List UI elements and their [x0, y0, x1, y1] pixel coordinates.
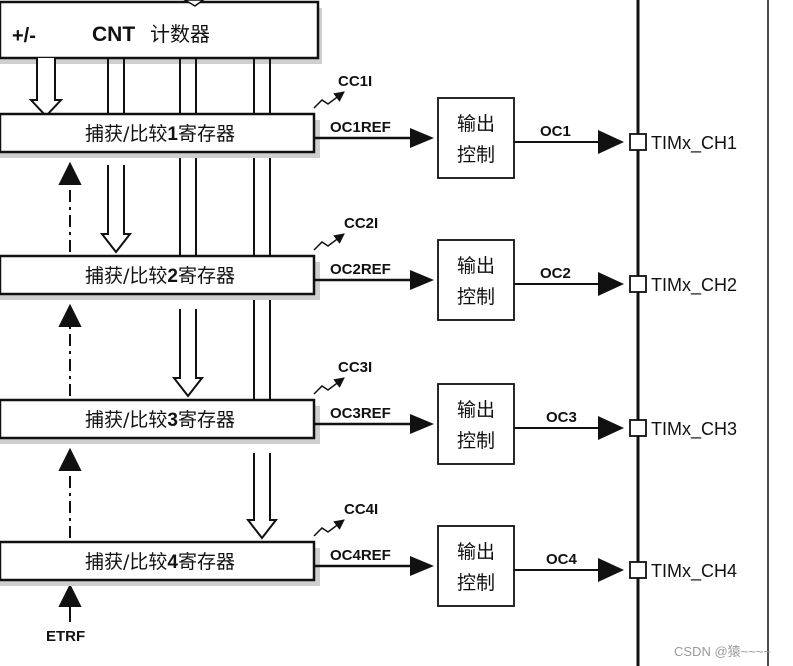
- pin-label: TIMx_CH4: [651, 561, 737, 582]
- interrupt-label: CC1I: [338, 73, 372, 90]
- register-prefix: 捕获/比较: [85, 265, 167, 287]
- interrupt-symbol: [313, 377, 345, 395]
- left-dashdot-arrows: [58, 161, 82, 622]
- pin-square: [629, 275, 647, 293]
- counter-cn-label: 计数器: [150, 22, 210, 46]
- oc-label: OC1: [540, 123, 571, 140]
- register-label: 捕获/比较3寄存器: [85, 409, 235, 431]
- output-control-box-3: [437, 383, 515, 465]
- ref-label: OC3REF: [330, 405, 391, 422]
- oc-arrow-head: [598, 130, 624, 154]
- etrf-label: ETRF: [46, 628, 85, 645]
- counter-box: [0, 0, 320, 60]
- register-box-3: [0, 398, 316, 440]
- register-number: 2: [167, 266, 178, 287]
- register-box-4: [0, 540, 316, 582]
- ref-arrow-head: [410, 414, 434, 434]
- interrupt-symbol: [313, 233, 345, 251]
- output-control-line2: 控制: [457, 144, 495, 166]
- register-prefix: 捕获/比较: [85, 551, 167, 573]
- register-number: 4: [167, 552, 178, 573]
- register-label: 捕获/比较1寄存器: [85, 123, 235, 145]
- pin-label: TIMx_CH1: [651, 133, 737, 154]
- ref-label: OC2REF: [330, 261, 391, 278]
- output-control-line1: 输出: [457, 255, 495, 277]
- register-box-1: [0, 112, 316, 154]
- output-control-box-1: [437, 97, 515, 179]
- oc-arrow-head: [598, 558, 624, 582]
- register-suffix: 寄存器: [178, 123, 235, 145]
- register-number: 1: [167, 124, 178, 145]
- output-control-line1: 输出: [457, 113, 495, 135]
- ref-label: OC4REF: [330, 547, 391, 564]
- interrupt-label: CC2I: [344, 215, 378, 232]
- watermark: CSDN @猿~~~~: [674, 644, 771, 659]
- interrupt-symbol: [313, 519, 345, 537]
- pin-square: [629, 133, 647, 151]
- register-suffix: 寄存器: [178, 409, 235, 431]
- ref-label: OC1REF: [330, 119, 391, 136]
- register-prefix: 捕获/比较: [85, 409, 167, 431]
- counter-input-arrow: [183, 0, 205, 7]
- output-control-line2: 控制: [457, 430, 495, 452]
- counter-cnt-label: CNT: [92, 23, 135, 46]
- etrf-arrow-head: [58, 583, 82, 607]
- bus-arrow-to-reg2: [99, 165, 133, 254]
- ref-arrow-head: [410, 556, 434, 576]
- oc-arrow-head: [598, 416, 624, 440]
- oc-arrow-head: [598, 272, 624, 296]
- register-prefix: 捕获/比较: [85, 123, 167, 145]
- register-box-2: [0, 254, 316, 296]
- interrupt-label: CC3I: [338, 359, 372, 376]
- interrupt-symbol: [313, 91, 345, 109]
- output-control-line1: 输出: [457, 541, 495, 563]
- ref-arrow-head: [410, 270, 434, 290]
- bus-arrow-to-reg1: [28, 58, 64, 118]
- register-number: 3: [167, 410, 178, 431]
- output-control-line2: 控制: [457, 572, 495, 594]
- output-control-line2: 控制: [457, 286, 495, 308]
- interrupt-label: CC4I: [344, 501, 378, 518]
- output-control-box-2: [437, 239, 515, 321]
- oc-label: OC3: [546, 409, 577, 426]
- register-label: 捕获/比较4寄存器: [85, 551, 235, 573]
- register-label: 捕获/比较2寄存器: [85, 265, 235, 287]
- register-suffix: 寄存器: [178, 265, 235, 287]
- oc-label: OC4: [546, 551, 578, 568]
- bus-arrow-to-reg3: [171, 309, 205, 398]
- output-control-line1: 输出: [457, 399, 495, 421]
- pin-label: TIMx_CH2: [651, 275, 737, 296]
- register-suffix: 寄存器: [178, 551, 235, 573]
- oc-label: OC2: [540, 265, 571, 282]
- output-control-box-4: [437, 525, 515, 607]
- bus-arrow-to-reg4: [245, 453, 279, 540]
- counter-sign: +/-: [12, 25, 36, 47]
- pin-square: [629, 561, 647, 579]
- pin-label: TIMx_CH3: [651, 419, 737, 440]
- pin-square: [629, 419, 647, 437]
- ref-arrow-head: [410, 128, 434, 148]
